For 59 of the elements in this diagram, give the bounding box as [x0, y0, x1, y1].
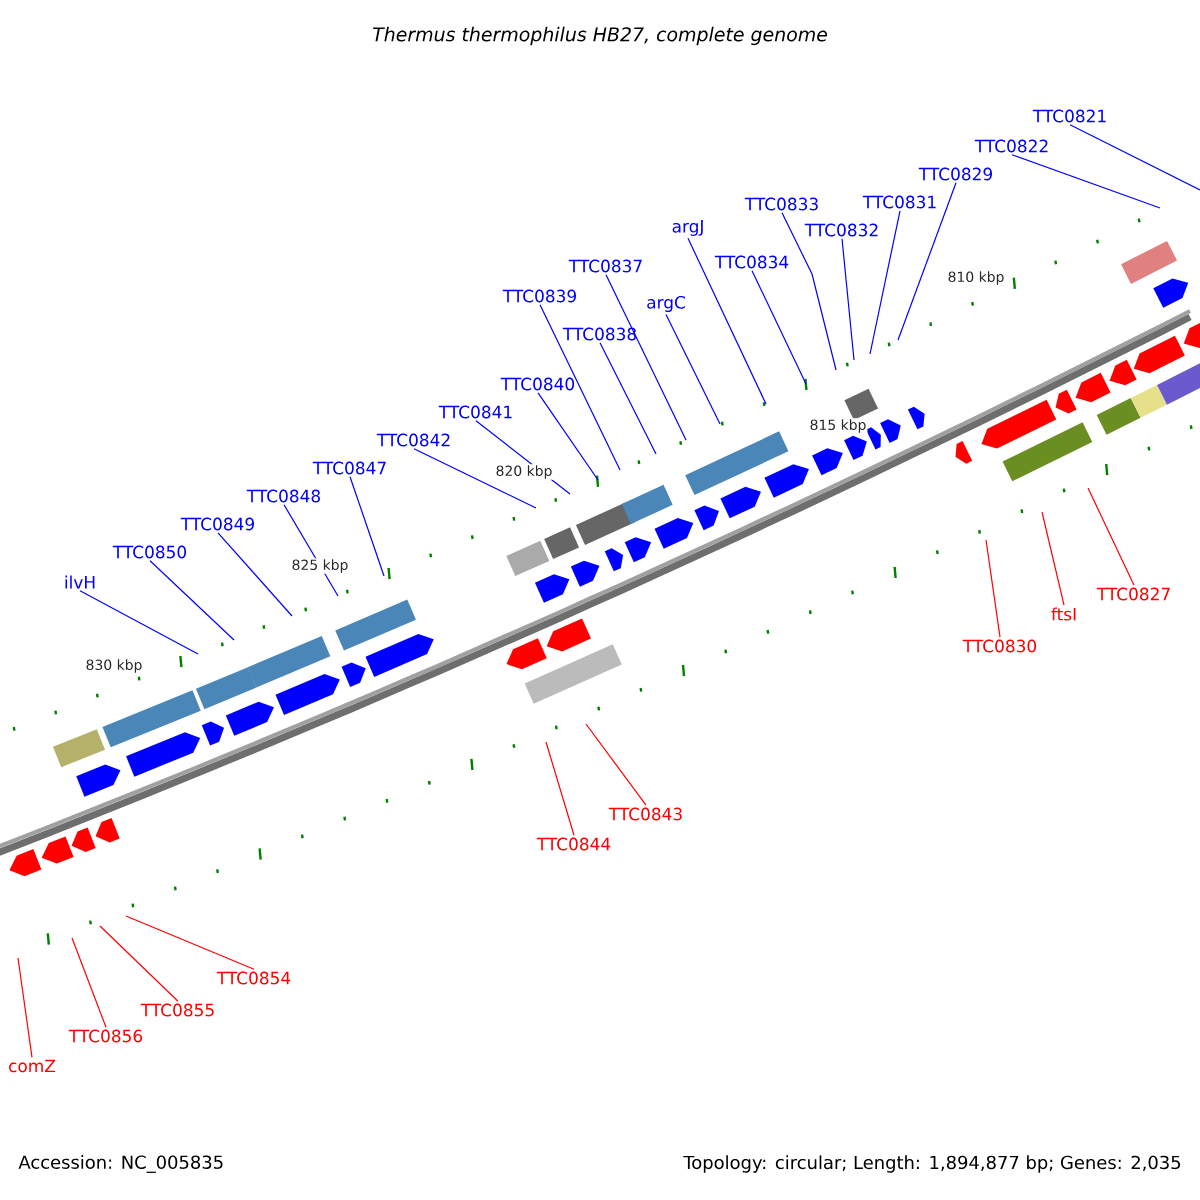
gene-label: argJ	[672, 220, 703, 236]
leader-line	[585, 723, 647, 806]
leader-line	[665, 313, 721, 425]
gene-label: TTC0829	[918, 167, 992, 181]
gene-label: TTC0847	[312, 461, 386, 475]
gene-label: TTC0831	[862, 195, 936, 209]
gene-label: TTC0833	[744, 197, 818, 211]
gene-label: TTC0849	[180, 517, 254, 531]
gene-label: TTC0850	[112, 545, 187, 559]
leader-line	[79, 590, 199, 655]
genome-info-text: Topology: circular; Length: 1,894,877 bp; Genes: 2,035	[683, 1155, 1181, 1173]
leader-line	[599, 342, 657, 455]
leader-line	[545, 741, 575, 836]
gene-label: argC	[647, 295, 685, 313]
gene-label: TTC0848	[246, 489, 320, 503]
leader-line	[125, 915, 255, 970]
gene-label: TTC0838	[562, 327, 636, 341]
leader-line	[537, 392, 599, 481]
leader-line	[99, 925, 179, 1002]
gene-label: TTC0821	[1032, 109, 1106, 123]
gene-label: TTC0837	[568, 259, 642, 273]
leader-line	[605, 274, 687, 441]
gene-label: TTC0844	[536, 837, 611, 851]
gene-label: TTC0842	[376, 433, 450, 447]
gene-label: TTC0843	[608, 807, 682, 821]
gene-label: TTC0855	[140, 1003, 214, 1017]
gene-label: TTC0856	[68, 1029, 143, 1043]
gene-label: comZ	[9, 1059, 56, 1073]
leader-line	[17, 957, 33, 1058]
gene-label: TTC0834	[714, 255, 789, 269]
accession-text: Accession: NC_005835	[18, 1155, 223, 1173]
leader-line	[349, 476, 385, 577]
gene-label: ilvH	[65, 575, 95, 589]
gene-label: TTC0832	[804, 223, 878, 237]
leader-line	[841, 238, 855, 361]
leader-line	[1069, 124, 1200, 191]
leader-line	[1087, 487, 1135, 586]
leader-line	[1041, 511, 1065, 606]
leader-line	[687, 237, 767, 405]
gene-label: TTC0840	[500, 377, 575, 391]
gene-label: TTC0854	[216, 971, 291, 985]
leader-line	[751, 270, 807, 385]
leader-line	[149, 560, 235, 641]
leader-line	[71, 937, 107, 1028]
gene-label: TTC0839	[502, 289, 576, 303]
leader-line	[539, 304, 621, 471]
leader-line	[985, 539, 1001, 638]
title: Thermus thermophilus HB27, complete genome	[373, 26, 827, 46]
leader-line	[413, 448, 537, 509]
gene-label: TTC0830	[962, 639, 1037, 653]
leader-line	[1011, 154, 1161, 209]
gene-label: TTC0822	[974, 139, 1048, 153]
gene-label: TTC0841	[438, 405, 512, 419]
leader-line	[897, 182, 957, 341]
leader-line	[217, 532, 293, 617]
leader-line	[869, 210, 901, 355]
gene-label: TTC0827	[1096, 587, 1170, 601]
gene-label: ftsI	[1051, 607, 1076, 621]
leader-line	[781, 212, 837, 371]
